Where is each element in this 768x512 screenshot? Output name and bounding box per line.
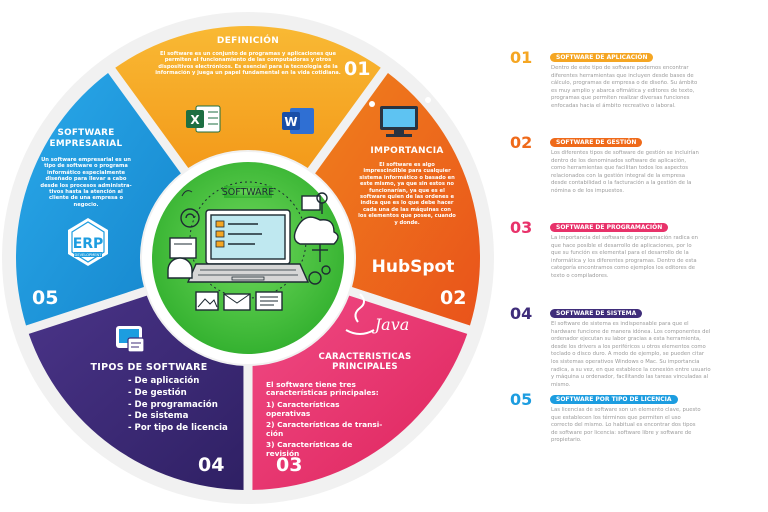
center-label: SOFTWARE — [222, 187, 275, 198]
type-description: El software de sistema es indispensable … — [551, 321, 711, 388]
type-title: SOFTWARE DE SISTEMA — [550, 309, 643, 318]
definicion-panel: DEFINICIÓN El software es un conjunto de… — [130, 36, 366, 77]
importancia-number: 02 — [440, 287, 467, 309]
excel-icon: X — [186, 105, 221, 133]
java-logo: Java — [345, 293, 410, 335]
type-title: SOFTWARE DE PROGRAMACIÓN — [550, 223, 669, 232]
caracteristica-item: 2) Características de transi- ción — [266, 420, 383, 438]
segment-definicion — [115, 25, 381, 169]
svg-text:X: X — [190, 113, 200, 127]
laptop-illustration — [167, 181, 339, 311]
type-description: Los diferentes tipos de software de gest… — [551, 150, 699, 194]
type-title: SOFTWARE DE APLICACIÓN — [550, 53, 654, 62]
segment-empresarial — [15, 72, 181, 326]
type-title: SOFTWARE DE GESTIÓN — [550, 138, 643, 147]
svg-text:ERP: ERP — [73, 236, 104, 252]
type-number: 02 — [510, 133, 533, 152]
tipos-list: - De aplicación- De gestión- De programa… — [128, 376, 238, 435]
caracteristicas-list: 1) Características operativas 2) Caracter… — [266, 400, 402, 459]
definicion-number: 01 — [344, 58, 371, 80]
tipos-number: 04 — [198, 454, 225, 476]
tipo-item: - De gestión — [128, 387, 187, 398]
empresarial-text: Un software empresarial es un tipo de so… — [40, 157, 132, 208]
tipos-panel: TIPOS DE SOFTWARE — [84, 362, 214, 373]
definicion-text: El software es un conjunto de programas … — [155, 51, 341, 77]
caracteristica-item: 3) Características de revisión — [266, 440, 353, 458]
type-description: La importancia del software de programac… — [551, 235, 699, 279]
center-label-bg — [224, 186, 272, 198]
svg-text:W: W — [284, 115, 297, 129]
empresarial-panel: SOFTWARE EMPRESARIAL Un software empresa… — [40, 128, 132, 208]
computer-network-icon — [369, 97, 431, 137]
caracteristicas-intro: El software tiene tres características p… — [266, 380, 379, 397]
software-types-icon — [116, 326, 145, 353]
tipo-item: - De sistema — [128, 411, 189, 422]
caracteristicas-body: El software tiene tres características p… — [266, 381, 402, 462]
empresarial-title: SOFTWARE EMPRESARIAL — [49, 128, 123, 149]
tipos-title: TIPOS DE SOFTWARE — [90, 362, 208, 373]
erp-logo: ERP DEVELOPMENT — [68, 218, 108, 266]
type-title: SOFTWARE POR TIPO DE LICENCIA — [550, 395, 678, 404]
word-icon: W — [282, 108, 314, 134]
segment-caracteristicas — [252, 295, 468, 490]
tipo-item: - De programación — [128, 399, 218, 410]
type-number: 04 — [510, 304, 533, 323]
type-description: Dentro de este tipo de software podemos … — [551, 65, 698, 109]
segment-importancia — [315, 72, 480, 326]
svg-text:Java: Java — [372, 315, 410, 334]
infographic-wheel: SOFTWARE X W HubSpot Java ERP D — [2, 12, 494, 504]
type-description: Las licencias de software son un element… — [551, 407, 701, 444]
segment-tipos — [28, 295, 244, 490]
caracteristicas-title-block: CARACTERISTICAS PRINCIPALES — [306, 352, 424, 372]
definicion-title: DEFINICIÓN — [216, 36, 280, 46]
empresarial-number: 05 — [32, 287, 59, 309]
caracteristicas-number: 03 — [276, 454, 303, 476]
svg-text:DEVELOPMENT: DEVELOPMENT — [75, 253, 103, 257]
caracteristica-item: 1) Características operativas — [266, 400, 340, 418]
tipo-item: - Por tipo de licencia — [128, 423, 228, 434]
caracteristicas-title: CARACTERISTICAS PRINCIPALES — [318, 352, 412, 372]
tipo-item: - De aplicación — [128, 376, 200, 386]
importancia-text: El software es algo imprescindible para … — [358, 162, 456, 226]
importancia-panel: IMPORTANCIA El software es algo impresci… — [352, 146, 462, 226]
hubspot-logo: HubSpot — [372, 257, 455, 277]
type-number: 05 — [510, 390, 533, 409]
importancia-title: IMPORTANCIA — [370, 146, 444, 156]
type-number: 03 — [510, 218, 533, 237]
type-number: 01 — [510, 48, 533, 67]
